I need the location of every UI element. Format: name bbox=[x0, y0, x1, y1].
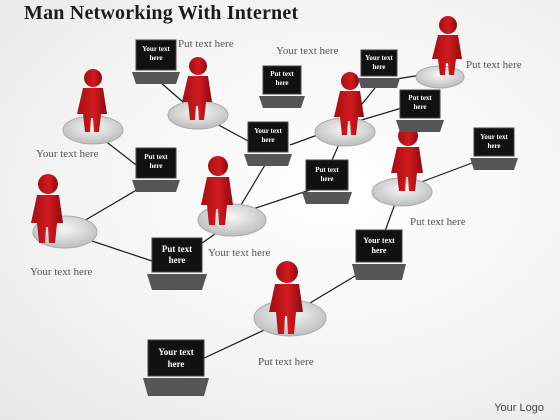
red-figure bbox=[201, 156, 233, 225]
laptop bbox=[259, 65, 305, 108]
laptop bbox=[352, 229, 406, 280]
red-figure bbox=[269, 261, 303, 334]
laptop bbox=[147, 237, 207, 290]
text-label: Put text here bbox=[258, 356, 314, 368]
laptop bbox=[244, 121, 292, 166]
laptop bbox=[132, 39, 180, 84]
laptop bbox=[143, 339, 209, 396]
laptop bbox=[358, 49, 400, 88]
laptop bbox=[302, 159, 352, 204]
laptop bbox=[470, 127, 518, 170]
text-label: Your text here bbox=[30, 266, 93, 278]
text-label: Put text here bbox=[178, 38, 234, 50]
text-label: Your text here bbox=[208, 247, 271, 259]
text-label: Put text here bbox=[410, 216, 466, 228]
text-label: Put text here bbox=[466, 59, 522, 71]
red-figure bbox=[182, 57, 212, 120]
laptop bbox=[132, 147, 180, 192]
red-figure bbox=[77, 69, 107, 132]
text-label: Your text here bbox=[276, 45, 339, 57]
platform bbox=[62, 115, 124, 145]
laptop bbox=[396, 89, 444, 132]
red-figure bbox=[31, 174, 63, 243]
page-title: Man Networking With Internet bbox=[24, 2, 299, 24]
red-figure bbox=[432, 16, 462, 75]
logo-text: Your Logo bbox=[494, 402, 544, 414]
red-figure bbox=[334, 72, 364, 135]
text-label: Your text here bbox=[36, 148, 99, 160]
laptops bbox=[132, 39, 518, 396]
